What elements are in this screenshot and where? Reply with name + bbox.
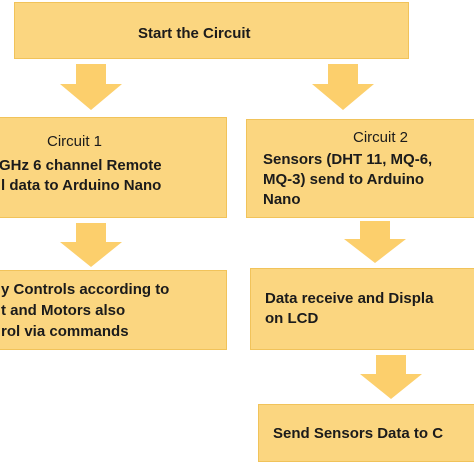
arrow-start-to-circuit1 xyxy=(60,64,122,110)
send-box: Send Sensors Data to C xyxy=(258,404,474,462)
arrow-circuit2-to-lcd xyxy=(344,221,406,263)
circuit2-line-3: Nano xyxy=(263,191,301,208)
circuit2-title: Circuit 2 xyxy=(353,129,409,146)
controls-line-2: t and Motors also xyxy=(1,302,126,319)
lcd-box: Data receive and Displa on LCD xyxy=(250,268,474,350)
lcd-line-1: Data receive and Displa xyxy=(265,290,434,307)
circuit2-box: Circuit 2 Sensors (DHT 11, MQ-6, MQ-3) s… xyxy=(246,119,474,218)
controls-line-3: rol via commands xyxy=(1,323,129,340)
start-label: Start the Circuit xyxy=(138,25,251,42)
controls-line-1: y Controls according to xyxy=(1,281,170,298)
lcd-line-2: on LCD xyxy=(265,310,319,327)
circuit1-line-1: GHz 6 channel Remote xyxy=(0,157,162,174)
send-label: Send Sensors Data to C xyxy=(273,425,444,442)
arrow-circuit1-to-controls xyxy=(60,223,122,267)
start-box: Start the Circuit xyxy=(14,2,409,59)
arrow-lcd-to-send xyxy=(360,355,422,399)
circuit1-box: Circuit 1 GHz 6 channel Remote l data to… xyxy=(0,117,227,218)
circuit1-line-2: l data to Arduino Nano xyxy=(1,177,162,194)
circuit2-line-1: Sensors (DHT 11, MQ-6, xyxy=(263,151,433,168)
controls-box: y Controls according to t and Motors als… xyxy=(0,270,227,350)
circuit1-title: Circuit 1 xyxy=(47,133,103,150)
circuit2-line-2: MQ-3) send to Arduino xyxy=(263,171,425,188)
arrow-start-to-circuit2 xyxy=(312,64,374,110)
